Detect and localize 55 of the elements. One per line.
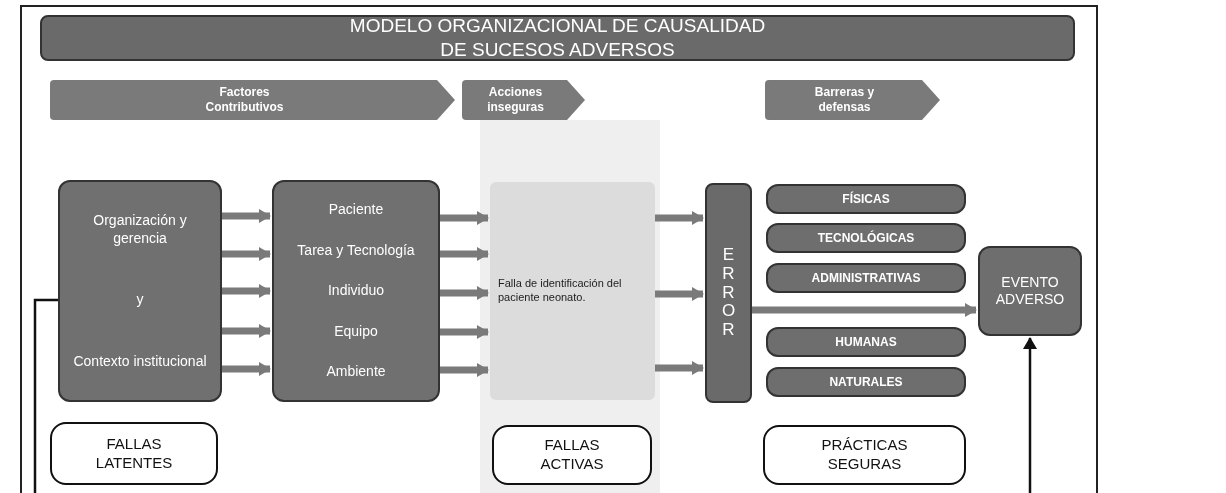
factor-label: Contexto institucional [72, 352, 208, 370]
arrow [655, 211, 704, 225]
barrier-pill [766, 367, 966, 397]
banner-label: Factores Contributivos [204, 85, 285, 115]
barrier-label: NATURALES [829, 374, 903, 390]
banner-label: Barreras y defensas [813, 85, 876, 115]
arrow [440, 247, 489, 261]
factor-label: Organización y gerencia [92, 212, 188, 247]
arrow [440, 363, 489, 377]
arrow [752, 303, 977, 317]
factor-box [58, 180, 222, 402]
error-bar [705, 183, 752, 403]
error-label: ERROR [720, 246, 737, 340]
arrow [222, 209, 271, 223]
title-text: MODELO ORGANIZACIONAL DE CAUSALIDAD DE SUCESOS ADVERSOS [348, 14, 767, 62]
factor-label: Paciente [327, 201, 385, 219]
category-label: FALLAS ACTIVAS [539, 436, 605, 474]
arrow-banner [50, 80, 455, 120]
arrow [440, 325, 489, 339]
arrow [655, 361, 704, 375]
category-label: FALLAS LATENTES [94, 434, 174, 473]
arrow [222, 284, 271, 298]
arrow [222, 324, 271, 338]
category-label: PRÁCTICAS SEGURAS [820, 436, 909, 474]
arrow [655, 287, 704, 301]
barrier-label: HUMANAS [835, 334, 897, 350]
barrier-pill [766, 223, 966, 253]
category-box [492, 425, 652, 485]
description-text: Falla de identificación del paciente neonato. [498, 277, 623, 305]
factor-label: Individuo [326, 282, 385, 300]
barrier-label: TECNOLÓGICAS [817, 230, 915, 246]
banner-label: Acciones inseguras [486, 85, 545, 115]
factor-box [272, 180, 440, 402]
arrow [1023, 337, 1037, 493]
outcome-box [978, 246, 1082, 336]
arrow [222, 247, 271, 261]
barrier-pill [766, 184, 966, 214]
connector-line [33, 298, 58, 493]
category-box [50, 422, 218, 485]
arrow [440, 211, 489, 225]
category-box [763, 425, 966, 485]
arrow-banner [462, 80, 585, 120]
description-box [490, 182, 655, 400]
factor-label: Ambiente [325, 363, 387, 381]
arrow-banner [765, 80, 940, 120]
barrier-pill [766, 327, 966, 357]
factor-label: Tarea y Tecnología [296, 241, 416, 260]
barrier-label: ADMINISTRATIVAS [811, 270, 921, 286]
barrier-label: FÍSICAS [842, 191, 890, 207]
factor-label: y [135, 291, 145, 309]
barrier-pill [766, 263, 966, 293]
outcome-label: EVENTO ADVERSO [994, 273, 1066, 309]
arrow [222, 362, 271, 376]
arrow [440, 286, 489, 300]
factor-label: Equipo [333, 322, 379, 341]
